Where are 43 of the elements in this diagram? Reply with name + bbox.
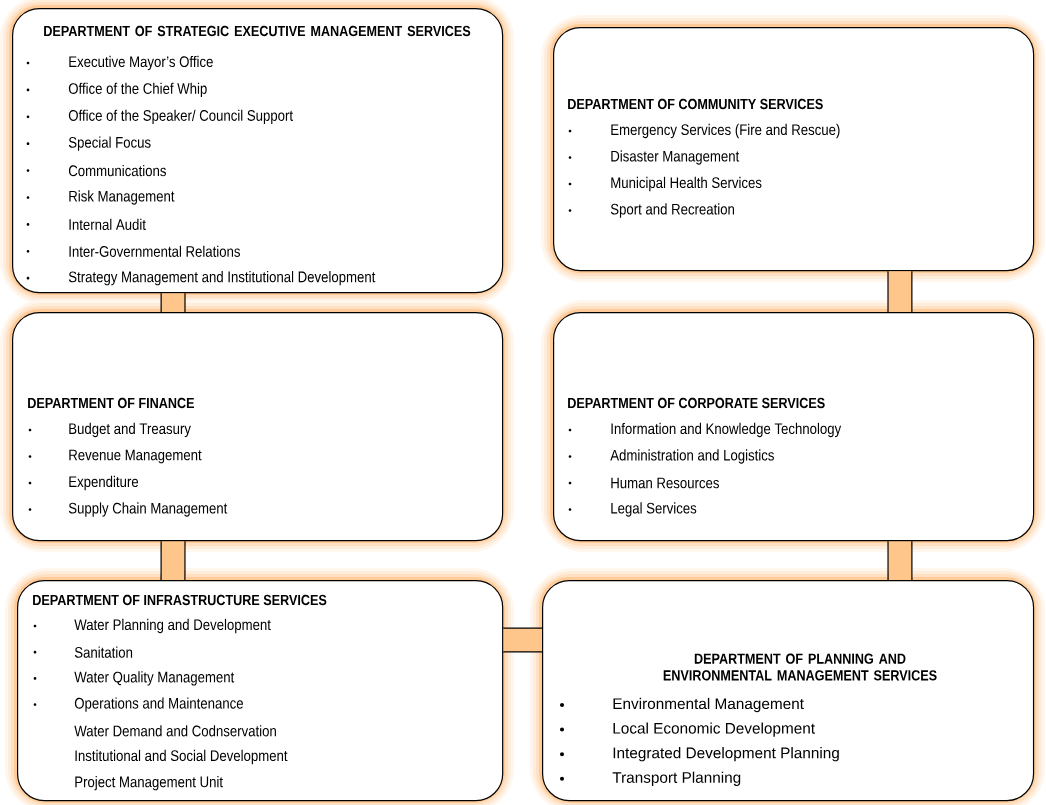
list-item: Revenue Management xyxy=(69,449,202,464)
connector-bar xyxy=(160,293,186,312)
list-item: Human Resources xyxy=(611,477,719,489)
connector-bar xyxy=(160,541,186,581)
list-item: Internal Audit xyxy=(69,218,146,230)
department-heading: DEPARTMENT OF FINANCE xyxy=(28,397,194,409)
list-item: Emergency Services (Fire and Rescue) xyxy=(611,123,840,139)
connector-bar xyxy=(503,627,542,653)
list-item: Transport Planning xyxy=(612,771,741,786)
list-item: Disaster Management xyxy=(611,150,740,165)
list-item: Information and Knowledge Technology xyxy=(611,422,842,438)
list-item: Project Management Unit xyxy=(75,776,223,791)
list-item: Expenditure xyxy=(69,475,139,491)
list-item: Executive Mayor’s Office xyxy=(69,55,213,71)
list-item: Municipal Health Services xyxy=(611,176,762,192)
list-item: Sport and Recreation xyxy=(610,203,734,218)
department-heading: DEPARTMENT OF PLANNING AND ENVIRONMENTAL MANAGEMENT SERVICES xyxy=(663,653,937,681)
list-item: Office of the Speaker/ Council Support xyxy=(68,109,293,124)
list-item: Strategy Management and Institutional Development xyxy=(68,271,376,286)
list-item: Communications xyxy=(68,164,166,177)
connector-bar xyxy=(887,271,913,312)
department-heading: DEPARTMENT OF CORPORATE SERVICES xyxy=(568,397,825,409)
list-item: Institutional and Social Development xyxy=(75,749,288,765)
list-item: Water Planning and Development xyxy=(74,618,271,634)
list-item: Administration and Logistics xyxy=(610,449,774,464)
list-item: Sanitation xyxy=(74,646,133,658)
list-item: Legal Services xyxy=(611,502,697,517)
department-heading: DEPARTMENT OF COMMUNITY SERVICES xyxy=(568,98,823,110)
list-item: Supply Chain Management xyxy=(68,502,228,517)
connector-bar xyxy=(887,541,913,581)
list-item: Operations and Maintenance xyxy=(74,697,243,712)
list-item: Inter-Governmental Relations xyxy=(69,245,240,257)
list-item: Risk Management xyxy=(69,190,175,205)
list-item: Integrated Development Planning xyxy=(613,747,839,762)
list-item: Office of the Chief Whip xyxy=(68,82,207,98)
list-item: Water Demand and Codnservation xyxy=(74,725,276,737)
list-item: Local Economic Development xyxy=(613,722,815,737)
department-heading: DEPARTMENT OF STRATEGIC EXECUTIVE MANAGEMENT SERVICES xyxy=(44,25,471,37)
list-item: Water Quality Management xyxy=(74,671,235,686)
list-item: Environmental Management xyxy=(613,697,804,713)
department-heading: DEPARTMENT OF INFRASTRUCTURE SERVICES xyxy=(33,594,327,606)
list-item: Budget and Treasury xyxy=(69,422,191,438)
list-item: Special Focus xyxy=(68,136,151,151)
